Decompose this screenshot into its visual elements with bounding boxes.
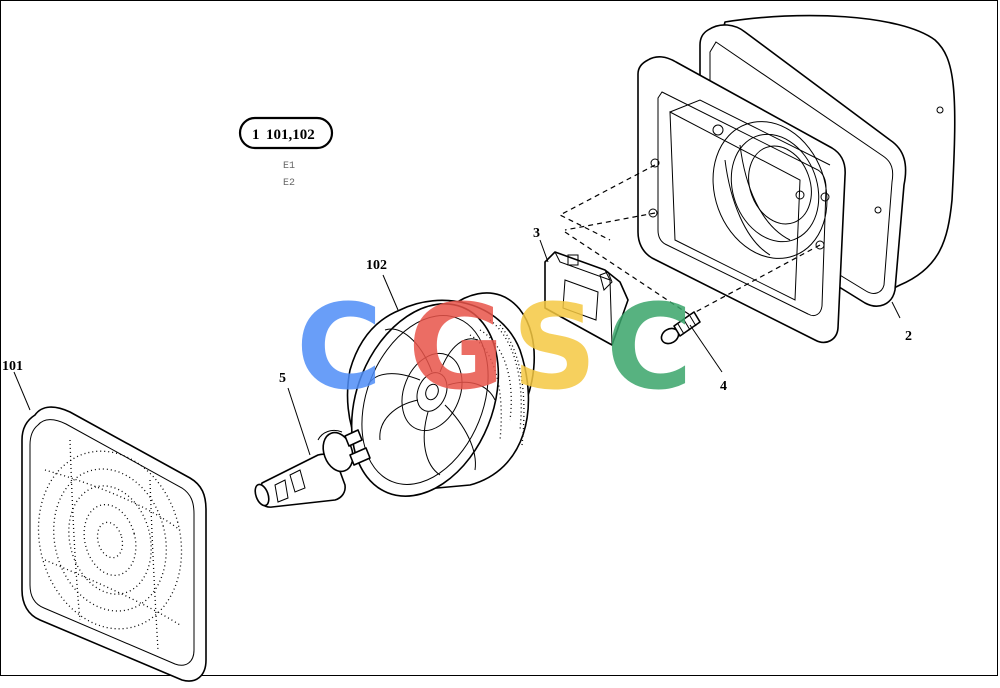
bulb-part-5 bbox=[254, 429, 371, 508]
assembly-lines bbox=[558, 164, 821, 316]
bracket-part-3 bbox=[544, 251, 629, 346]
part-label-5: 5 bbox=[279, 371, 286, 386]
part-label-4: 4 bbox=[720, 379, 727, 394]
watermark-letter-4: C bbox=[606, 278, 693, 416]
housing-part-2 bbox=[637, 14, 956, 344]
badge-prefix: 1 bbox=[252, 127, 260, 143]
leader-lines bbox=[13, 239, 901, 456]
watermark-letter-3: S bbox=[512, 278, 597, 416]
part-label-2: 2 bbox=[905, 329, 912, 344]
part-label-3: 3 bbox=[533, 226, 540, 241]
reference-badge: 1 101,102 bbox=[238, 116, 334, 150]
part-label-101: 101 bbox=[2, 359, 23, 374]
reflector-part-102 bbox=[346, 292, 536, 497]
screw-part-4 bbox=[660, 311, 701, 345]
variant-e1: E1 bbox=[283, 161, 295, 172]
lens-part-101 bbox=[21, 406, 207, 682]
watermark-letter-1: C bbox=[296, 278, 383, 416]
variant-e2: E2 bbox=[283, 178, 295, 189]
watermark: C G S C bbox=[296, 278, 693, 416]
part-label-102: 102 bbox=[366, 258, 387, 273]
watermark-letter-2: G bbox=[408, 278, 505, 416]
badge-refs: 101,102 bbox=[266, 127, 315, 143]
